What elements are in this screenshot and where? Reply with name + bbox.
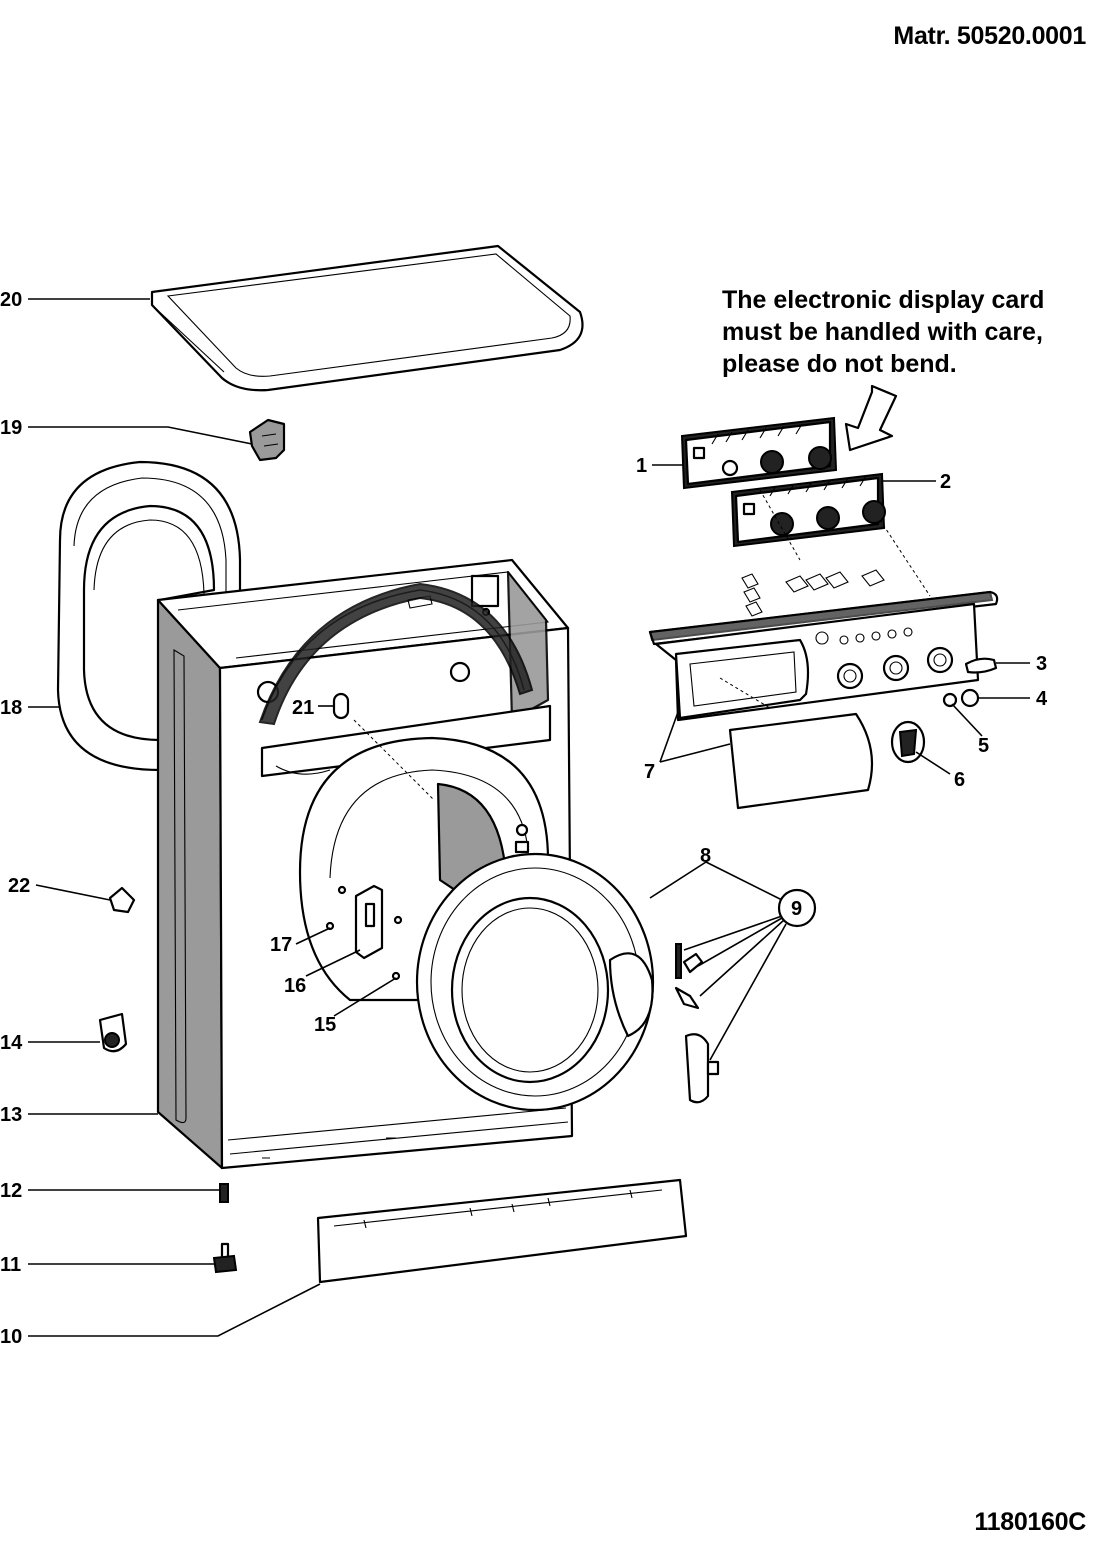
callout-21: 21 [292,697,314,719]
callout-8: 8 [700,845,711,867]
part-6-knob[interactable] [890,720,926,764]
leader-lines [28,298,1030,1337]
part-21-grommet[interactable] [332,692,350,720]
note-line-3: please do not bend. [722,350,957,378]
callout-17: 17 [270,934,292,956]
callout-2: 2 [940,471,951,493]
part-11-foot[interactable] [212,1242,238,1274]
part-19-clip[interactable] [248,418,286,462]
part-3-button[interactable] [964,657,998,674]
part-22-clip[interactable] [108,886,136,914]
part-15-screw[interactable] [391,971,401,981]
part-9-hinge-set[interactable] [674,943,720,1104]
callout-3: 3 [1036,653,1047,675]
callout-11: 11 [0,1254,21,1276]
callout-22: 22 [8,875,30,897]
drawing-code: 1180160C [974,1508,1086,1536]
light-guides [741,569,885,617]
part-1-display-card[interactable] [680,416,838,490]
callout-16: 16 [284,975,306,997]
note-line-2: must be handled with care, [722,318,1043,346]
callout-12: 12 [0,1180,22,1202]
callout-5: 5 [978,735,989,757]
part-2-control-card[interactable] [730,472,886,548]
part-12-spring[interactable] [219,1183,229,1203]
control-panel[interactable] [648,590,999,722]
callout-18: 18 [0,697,22,719]
callout-9: 9 [791,898,802,920]
material-reference: Matr. 50520.0001 [893,22,1086,50]
callout-10: 10 [0,1326,22,1348]
part-20-top-cover[interactable] [150,244,584,392]
part-7-detergent-drawer[interactable] [728,712,874,810]
note-line-1: The electronic display card [722,286,1045,314]
callout-6: 6 [954,769,965,791]
callout-4: 4 [1036,688,1048,710]
callout-19: 19 [0,417,22,439]
part-5-small-button[interactable] [942,692,958,708]
callout-labels: 20 19 18 22 14 13 12 11 10 21 17 16 15 1… [0,289,1048,1348]
part-4-cap[interactable] [960,688,980,708]
callout-15: 15 [314,1014,336,1036]
callout-13: 13 [0,1104,22,1126]
part-8-door[interactable] [415,852,655,1112]
handling-note: The electronic display card must be hand… [722,284,1044,380]
callout-14: 14 [0,1032,23,1054]
part-17-screw[interactable] [325,921,335,931]
callout-7: 7 [644,761,655,783]
part-14-filter-cap[interactable] [98,1012,128,1053]
part-10-kickplate[interactable] [316,1178,688,1284]
part-18-rear-panel[interactable] [56,460,242,772]
callout-9-circle [777,888,817,928]
callout-1: 1 [636,455,647,477]
arrow-down-icon [844,384,898,452]
callout-20: 20 [0,289,22,311]
